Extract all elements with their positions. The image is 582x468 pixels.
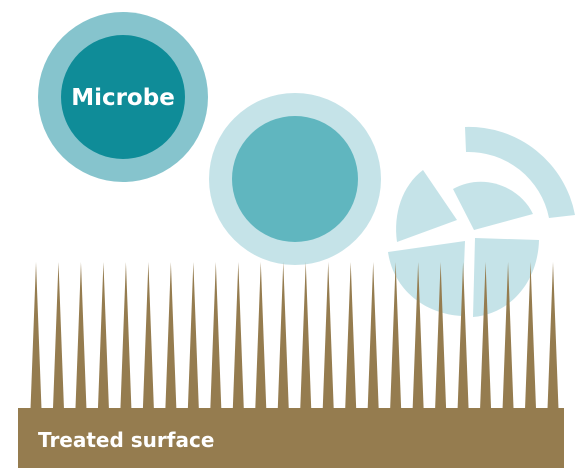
spike xyxy=(502,262,514,409)
spike xyxy=(435,262,447,409)
spike xyxy=(390,262,402,409)
spike xyxy=(255,262,267,409)
treated-surface xyxy=(18,408,564,468)
spike xyxy=(210,262,222,409)
surface-spikes xyxy=(30,262,559,409)
spike xyxy=(165,262,177,409)
spike xyxy=(367,262,379,409)
spike xyxy=(187,262,199,409)
microbe-ruptured xyxy=(388,126,575,317)
spike xyxy=(75,262,87,409)
spike xyxy=(322,262,334,409)
microbe-contact-core xyxy=(232,116,358,242)
spike xyxy=(457,262,469,409)
spike xyxy=(97,262,109,409)
fragment-bottom-left xyxy=(388,241,465,316)
spike xyxy=(277,262,289,409)
microbe-intact: Microbe xyxy=(38,12,208,182)
microbe-intact-core xyxy=(61,35,185,159)
spike xyxy=(547,262,559,409)
surface-label: Treated surface xyxy=(38,428,214,452)
spike xyxy=(345,262,357,409)
fragment-outer-arc xyxy=(465,126,575,218)
spike xyxy=(412,262,424,409)
microbe-label: Microbe xyxy=(71,85,175,111)
microbe-contact xyxy=(209,93,381,265)
spike xyxy=(232,262,244,409)
spike xyxy=(52,262,64,409)
spike xyxy=(30,262,42,409)
spike xyxy=(300,262,312,409)
fragment-top-right xyxy=(453,181,533,230)
spike xyxy=(120,262,132,409)
spike xyxy=(142,262,154,409)
fragment-bottom-right xyxy=(473,238,539,317)
fragment-left xyxy=(396,170,457,242)
spike xyxy=(480,262,492,409)
spike xyxy=(525,262,537,409)
